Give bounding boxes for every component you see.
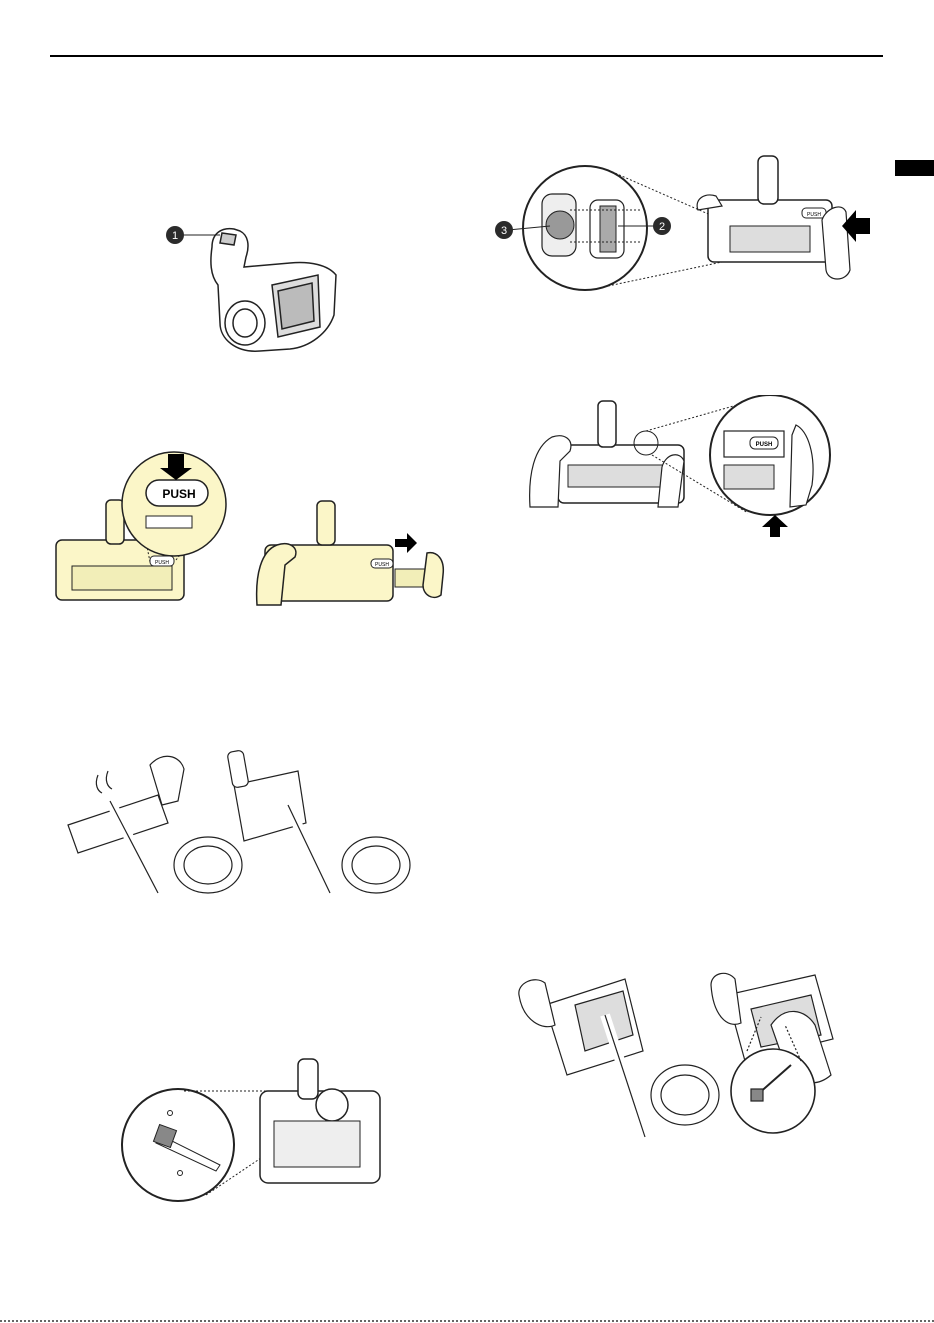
figure-clean-head-cloth bbox=[515, 965, 855, 1140]
figure-clean-brush-with-nozzle bbox=[58, 745, 413, 895]
header-rule bbox=[50, 55, 883, 57]
push-label-small-2: PUSH bbox=[375, 562, 389, 568]
push-label-small-3: PUSH bbox=[807, 212, 821, 218]
push-label-large: PUSH bbox=[162, 487, 195, 501]
language-tab-marker bbox=[895, 160, 934, 176]
figure-mini-tool-callout-1: 1 bbox=[150, 215, 350, 355]
figure-push-up-detail: PUSH bbox=[528, 395, 833, 540]
push-label-detail: PUSH bbox=[756, 442, 773, 448]
push-label-small: PUSH bbox=[155, 560, 169, 566]
callout-2-number: 2 bbox=[659, 221, 665, 233]
figure-remove-hair-zoom bbox=[120, 1055, 390, 1210]
callout-3-number: 3 bbox=[501, 225, 507, 237]
figure-brush-end-callouts: 3 2 PUSH bbox=[490, 150, 880, 295]
callout-1-number: 1 bbox=[172, 230, 178, 242]
figure-remove-brush: PUSH bbox=[255, 495, 450, 607]
figure-push-button-zoom: PUSH PUSH bbox=[50, 440, 230, 605]
footer-dotted-rule bbox=[0, 1320, 934, 1322]
